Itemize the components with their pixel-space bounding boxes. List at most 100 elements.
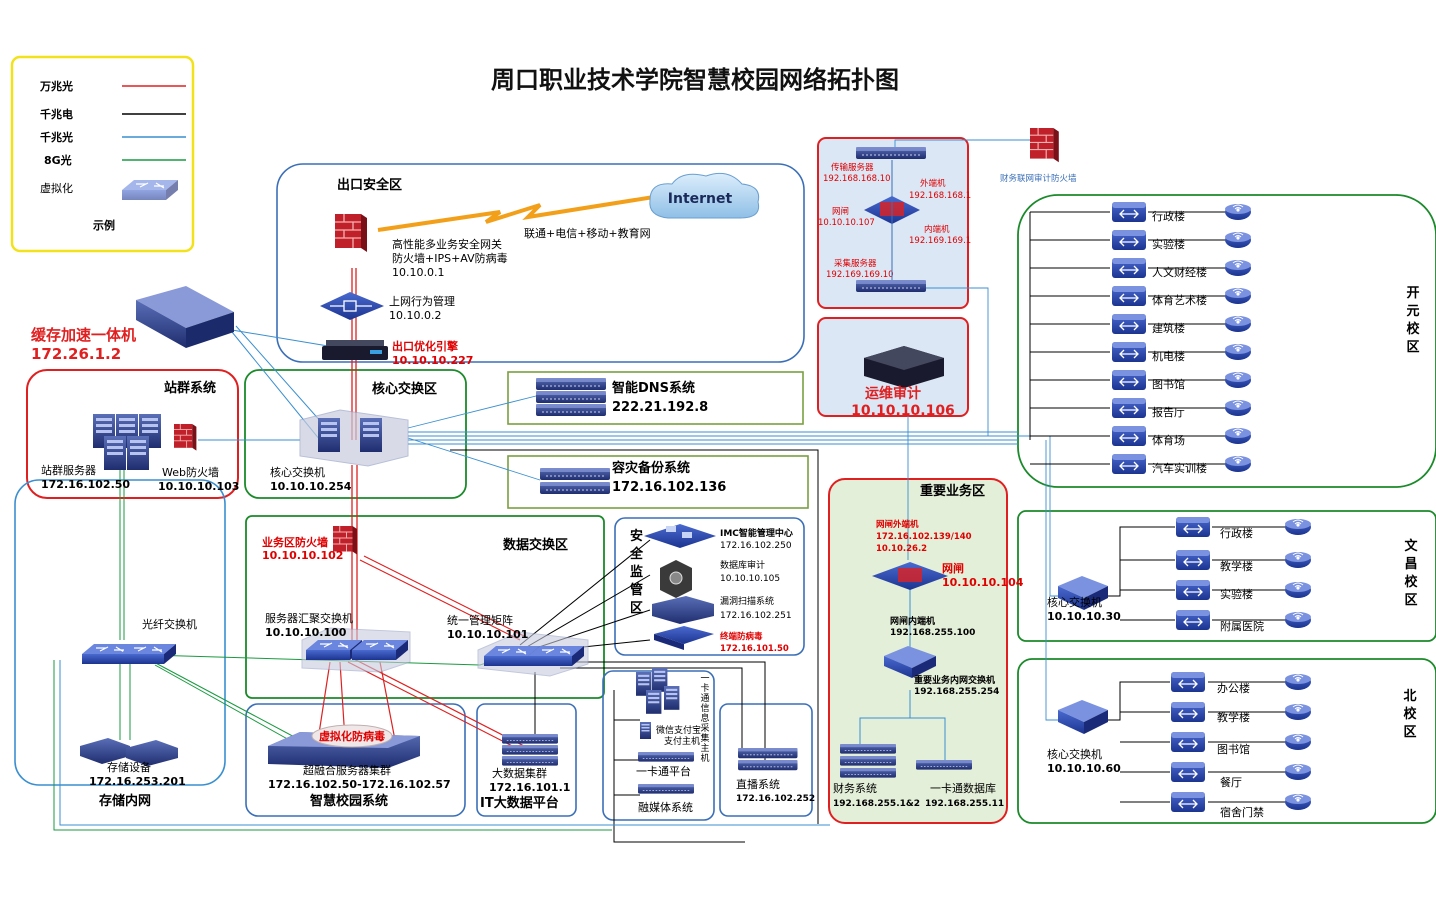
business-firewall-ip: 10.10.10.102 — [262, 549, 343, 562]
collect-server-label: 采集服务器 — [834, 258, 877, 269]
gap-inner-label: 网闸内端机 — [890, 615, 935, 627]
ap-icon — [1284, 703, 1312, 721]
kaiyuan-name-2: 校 — [1406, 321, 1420, 337]
internet-cloud: Internet — [649, 172, 760, 219]
kaiyuan-switch-1 — [1111, 229, 1147, 251]
pay-host-label: 微信支付宝 — [656, 724, 701, 736]
kaiyuan-switch-9 — [1111, 453, 1147, 475]
security-zone-char-1: 全 — [629, 546, 644, 562]
kaiyuan-building-1: 实验楼 — [1152, 237, 1185, 251]
ap-icon — [1284, 551, 1312, 569]
vuln-scan-icon — [652, 596, 714, 624]
gateway-ip: 10.10.0.1 — [392, 266, 444, 279]
legend-label-2: 千兆光 — [40, 130, 73, 144]
legend-label-0: 万兆光 — [39, 79, 73, 93]
wenchang-switch-1 — [1175, 549, 1211, 571]
gateway-line1: 高性能多业务安全网关 — [392, 237, 502, 251]
kaiyuan-switch-2 — [1111, 257, 1147, 279]
mgmt-matrix-label: 统一管理矩阵 — [447, 613, 513, 627]
kaiyuan-name-3: 区 — [1406, 340, 1419, 355]
db-audit-label: 数据库审计 — [720, 559, 765, 571]
card-db-icon — [915, 759, 973, 770]
ap-icon — [1224, 287, 1252, 305]
north-core-label: 核心交换机 — [1047, 747, 1102, 761]
endpoint-av-ip: 172.16.101.50 — [720, 644, 789, 654]
north-name-2: 区 — [1403, 725, 1416, 740]
wenchang-building-1: 教学楼 — [1220, 559, 1253, 573]
cache-ip: 172.26.1.2 — [31, 345, 121, 363]
outer-host-label: 外端机 — [920, 178, 946, 189]
kaiyuan-building-9: 汽车实训楼 — [1152, 461, 1207, 475]
wenchang-name-3: 区 — [1404, 593, 1417, 608]
important-switch-ip: 192.168.255.254 — [914, 687, 999, 697]
card-platform-label: 一卡通平台 — [636, 764, 691, 778]
north-switch-0 — [1170, 671, 1206, 693]
north-core-switch-icon — [1058, 700, 1108, 734]
ap-icon — [1224, 455, 1252, 473]
dns-zone-frame — [507, 371, 804, 425]
legend-label-3: 8G光 — [44, 153, 72, 167]
important-switch-label: 重要业务内网交换机 — [914, 674, 995, 686]
card-collector-char-7: 主 — [700, 742, 709, 754]
wenchang-building-2: 实验楼 — [1220, 587, 1253, 601]
station-zone-label: 站群系统 — [164, 380, 216, 396]
optimizer-label: 出口优化引擎 — [392, 339, 458, 353]
behavior-mgmt-ip: 10.10.0.2 — [389, 309, 441, 322]
wenchang-name-1: 昌 — [1404, 557, 1417, 572]
pay-host-label-2: 支付主机 — [664, 735, 700, 747]
security-zone-char-0: 安 — [630, 528, 643, 544]
endpoint-av-icon — [654, 626, 714, 650]
legend-frame — [10, 55, 195, 253]
endpoint-av-label: 终端防病毒 — [719, 631, 763, 642]
ap-icon — [1224, 399, 1252, 417]
north-name-1: 校 — [1403, 706, 1417, 722]
data-zone-label: 数据交换区 — [503, 537, 568, 553]
ops-audit-label: 运维审计 — [865, 385, 921, 402]
virtual-av-label: 虚拟化防病毒 — [319, 729, 385, 743]
north-switch-1 — [1170, 701, 1206, 723]
wenchang-building-3: 附属医院 — [1220, 619, 1264, 633]
broadcast-server-icon — [737, 747, 798, 771]
ap-icon — [1284, 581, 1312, 599]
bigdata-platform-label: IT大数据平台 — [480, 795, 559, 811]
gap-inner-ip: 192.168.255.100 — [890, 628, 975, 638]
core-zone-label: 核心交换区 — [372, 381, 437, 397]
storage-device-ip: 172.16.253.201 — [89, 775, 186, 788]
card-platform-icon — [637, 751, 695, 762]
pay-host-icon — [640, 722, 651, 739]
imc-label: IMC智能管理中心 — [720, 527, 793, 539]
important-zone-label: 重要业务区 — [920, 483, 985, 499]
transfer-server-icon — [855, 146, 927, 160]
kaiyuan-building-4: 建筑楼 — [1152, 321, 1185, 335]
legend-label-1: 千兆电 — [40, 107, 73, 121]
aggregation-switch-icon — [301, 627, 411, 673]
db-audit-ip: 10.10.10.105 — [720, 574, 780, 584]
transfer-server-label: 传输服务器 — [831, 162, 874, 173]
kaiyuan-name-0: 开 — [1406, 286, 1419, 301]
ap-icon — [1224, 315, 1252, 333]
core-switch-ip: 10.10.10.254 — [270, 480, 352, 493]
north-frame — [1017, 658, 1436, 824]
ap-icon — [1224, 203, 1252, 221]
storage-device-icon — [80, 738, 178, 766]
kaiyuan-building-0: 行政楼 — [1152, 209, 1185, 223]
isp-link — [377, 194, 661, 232]
security-zone-frame — [614, 517, 805, 656]
hci-label: 超融合服务器集群 — [303, 763, 391, 777]
important-gap-label: 网闸 — [942, 561, 964, 575]
station-server-icon — [93, 414, 161, 470]
inner-host-ip: 192.169.169.1 — [909, 236, 971, 246]
kaiyuan-switch-5 — [1111, 341, 1147, 363]
transfer-server-ip: 192.168.168.10 — [823, 174, 891, 184]
mgmt-matrix-icon — [477, 631, 589, 677]
diagram-title: 周口职业技术学院智慧校园网络拓扑图 — [491, 66, 899, 94]
card-collector-char-4: 息 — [700, 712, 709, 724]
kaiyuan-building-6: 图书馆 — [1152, 377, 1185, 391]
station-zone-frame — [26, 369, 239, 499]
kaiyuan-switch-0 — [1111, 201, 1147, 223]
mgmt-matrix-ip: 10.10.10.101 — [447, 628, 528, 641]
waf-firewall-icon — [173, 423, 197, 452]
kaiyuan-switch-4 — [1111, 313, 1147, 335]
wenchang-core-switch-icon — [1058, 576, 1108, 610]
